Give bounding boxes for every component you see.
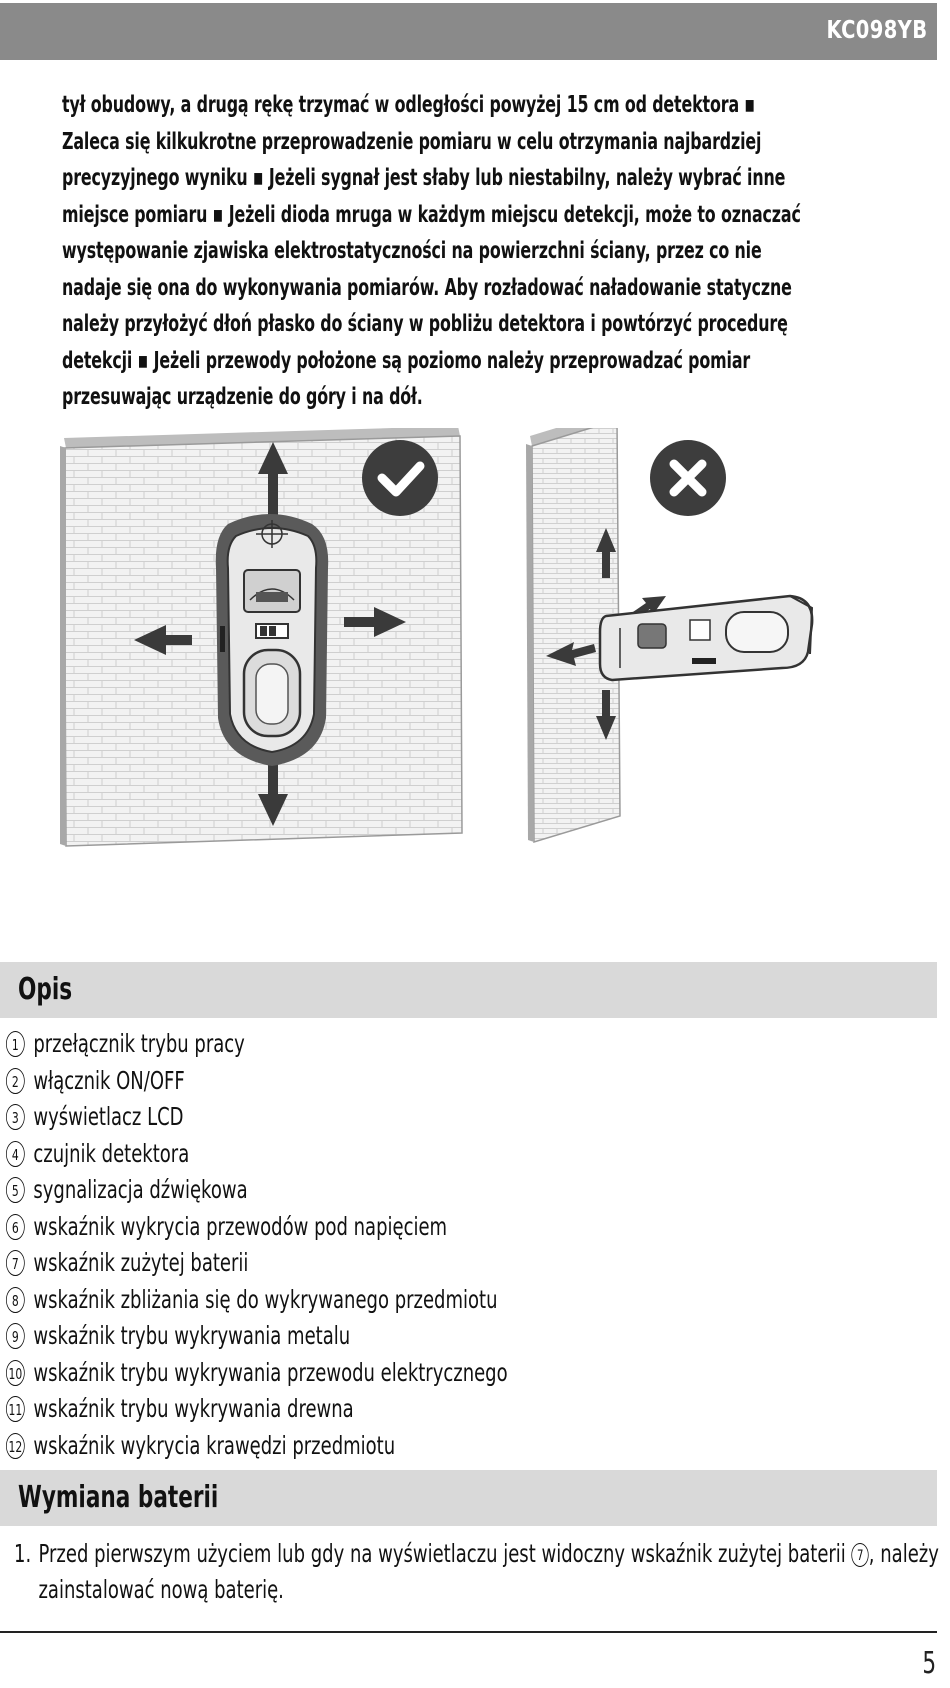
list-item: 9 wskaźnik trybu wykrywania metalu xyxy=(6,1318,798,1355)
usage-illustration xyxy=(60,428,814,847)
item-label: wskaźnik wykrycia krawędzi przedmiotu xyxy=(33,1430,396,1460)
list-item: 12 wskaźnik wykrycia krawędzi przedmiotu xyxy=(6,1428,798,1465)
item-label: wyświetlacz LCD xyxy=(33,1102,184,1131)
step-text-after: , należy zainstalować nową baterię. xyxy=(38,1539,939,1604)
item-label: przełącznik trybu pracy xyxy=(33,1029,245,1058)
list-item: 8 wskaźnik zbliżania się do wykrywanego p… xyxy=(6,1282,798,1319)
section-title-opis: Opis xyxy=(18,972,73,1007)
item-label: sygnalizacja dźwiękowa xyxy=(33,1175,248,1204)
list-item: 5 sygnalizacja dźwiękowa xyxy=(6,1172,798,1209)
list-item: 6 wskaźnik wykrycia przewodów pod napięci… xyxy=(6,1209,798,1246)
footer-rule xyxy=(0,1631,937,1633)
list-item: 11 wskaźnik trybu wykrywania drewna xyxy=(6,1391,798,1428)
list-item: 2 włącznik ON/OFF xyxy=(6,1063,798,1100)
section-title-battery: Wymiana baterii xyxy=(18,1480,219,1515)
item-number: 6 xyxy=(6,1213,25,1240)
header-bar: KC098YB xyxy=(0,3,937,60)
cross-mark-icon xyxy=(650,440,726,516)
list-item: 1 przełącznik trybu pracy xyxy=(6,1026,798,1063)
section-battery-header: Wymiana baterii xyxy=(0,1470,937,1526)
item-number: 3 xyxy=(6,1104,25,1131)
item-number: 10 xyxy=(6,1359,25,1386)
item-label: wskaźnik wykrycia przewodów pod napięcie… xyxy=(33,1211,448,1241)
detector-side xyxy=(598,594,814,682)
move-arrows xyxy=(134,442,406,826)
item-number: 11 xyxy=(6,1396,25,1423)
battery-step: 1. Przed pierwszym użyciem lub gdy na wy… xyxy=(14,1536,943,1608)
item-number: 2 xyxy=(6,1067,25,1094)
item-number: 5 xyxy=(6,1177,25,1204)
wall-side xyxy=(526,428,621,844)
section-opis-header: Opis xyxy=(0,962,937,1018)
step-index: 1. xyxy=(14,1539,32,1568)
list-item: 7 wskaźnik zużytej baterii xyxy=(6,1245,798,1282)
intro-paragraph: tył obudowy, a drugą rękę trzymać w odle… xyxy=(62,90,801,410)
model-code: KC098YB xyxy=(826,15,927,44)
item-label: wskaźnik trybu wykrywania drewna xyxy=(33,1394,354,1423)
item-number: 4 xyxy=(6,1140,25,1167)
parts-list: 1 przełącznik trybu pracy 2 włącznik ON/OF… xyxy=(6,1026,798,1464)
item-label: wskaźnik trybu wykrywania przewodu elekt… xyxy=(33,1357,508,1387)
item-label: wskaźnik zużytej baterii xyxy=(33,1248,249,1277)
detector-front xyxy=(215,514,329,766)
list-item: 4 czujnik detektora xyxy=(6,1136,798,1173)
item-number: 12 xyxy=(6,1432,25,1459)
check-mark-icon xyxy=(362,440,438,516)
item-number: 7 xyxy=(6,1250,25,1277)
list-item: 3 wyświetlacz LCD xyxy=(6,1099,798,1136)
item-number: 9 xyxy=(6,1323,25,1350)
list-item: 10 wskaźnik trybu wykrywania przewodu ele… xyxy=(6,1355,798,1392)
step-ref-number: 7 xyxy=(851,1543,869,1567)
item-label: wskaźnik zbliżania się do wykrywanego pr… xyxy=(33,1284,498,1314)
item-number: 8 xyxy=(6,1286,25,1313)
item-number: 1 xyxy=(6,1031,25,1058)
item-label: wskaźnik trybu wykrywania metalu xyxy=(33,1321,351,1350)
page-number: 5 xyxy=(922,1646,936,1681)
item-label: czujnik detektora xyxy=(33,1138,190,1168)
step-body: Przed pierwszym użyciem lub gdy na wyświ… xyxy=(38,1536,942,1608)
step-text-before: Przed pierwszym użyciem lub gdy na wyświ… xyxy=(38,1539,846,1568)
item-label: włącznik ON/OFF xyxy=(33,1065,185,1095)
